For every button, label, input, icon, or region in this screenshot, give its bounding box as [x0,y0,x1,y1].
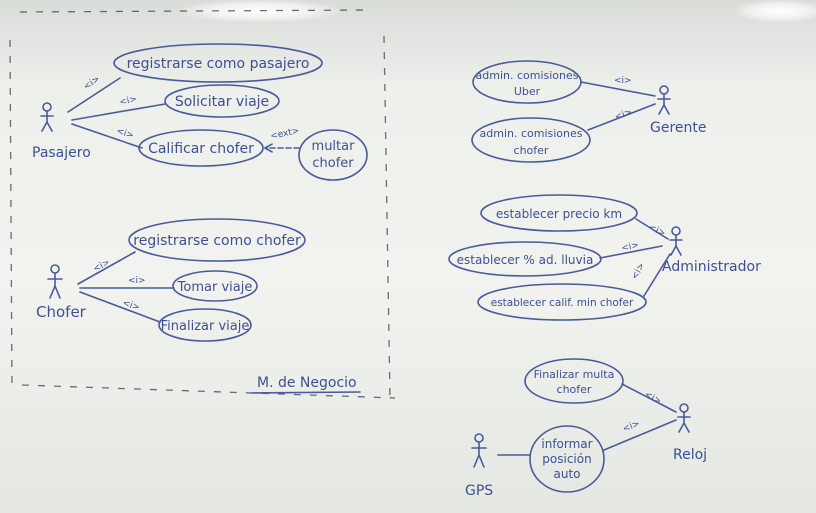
use-case-label-line: admin. comisiones [476,69,579,82]
actor-reloj: Reloj [673,403,707,463]
stereotype-include: <i> [621,240,640,253]
use-case-label-line: chofer [514,144,549,157]
use-case-tomar-viaje: Tomar viaje [172,270,258,302]
link-pasajero-calificar [71,123,143,149]
boundary-top-line [19,9,371,13]
use-case-label-line: Finalizar multa [534,368,615,381]
use-case-registrarse-pasajero: registrarse como pasajero [113,43,323,83]
use-case-admin-comisiones-uber: admin. comisiones Uber [472,60,582,104]
actor-label-pasajero: Pasajero [32,145,91,161]
use-case-calificar-chofer: Calificar chofer [138,129,264,167]
actor-administrador: Administrador [662,226,761,275]
use-case-label-line: chofer [312,156,354,171]
use-case-label-line: informar [541,437,592,451]
link-admin-precio [635,218,669,240]
use-case-label: Solicitar viaje [175,94,269,110]
actor-gps: GPS [465,433,493,499]
use-case-label-line: auto [553,467,580,481]
stereotype-include: <i> [121,298,141,313]
use-case-label-line: Uber [514,85,541,98]
use-case-establecer-precio-km: establecer precio km [480,194,638,232]
light-glare [735,0,816,22]
actor-gerente: Gerente [650,85,707,136]
link-admin-lluvia [599,245,663,259]
stereotype-include: <i> [621,419,641,435]
boundary-left-line [9,39,13,391]
stereotype-include: <i> [128,276,146,286]
use-case-label: establecer precio km [496,207,622,221]
use-case-label-line: multar [312,139,356,154]
use-case-label: establecer % ad. lluvia [457,253,594,267]
link-gerente-uber [580,81,656,97]
actor-chofer: Chofer [36,264,87,321]
use-case-label: Tomar viaje [177,280,253,295]
use-case-solicitar-viaje: Solicitar viaje [164,84,280,118]
stereotype-include: <i> [82,74,102,92]
use-case-label: registrarse como pasajero [127,56,310,72]
stereotype-include: <i> [614,76,632,86]
use-case-multar-chofer: multar chofer [298,129,368,181]
link-gerente-chofer [587,103,656,131]
actor-label-gerente: Gerente [650,120,707,136]
boundary-vertical-divider [383,35,391,399]
use-case-establecer-calif-min: establecer calif. min chofer [477,283,647,321]
section-title: M. de Negocio [257,375,357,391]
link-reloj-finalizar-multa [621,383,677,413]
use-case-informar-posicion: informar posición auto [529,425,605,493]
stereotype-include: <i> [614,107,634,122]
link-reloj-informar [603,419,677,451]
use-case-finalizar-multa: Finalizar multa chofer [524,358,624,404]
stereotype-include: <i> [119,94,138,107]
stereotype-include: <i> [92,258,112,275]
use-case-label-line: admin. comisiones [480,127,583,140]
use-case-label: Finalizar viaje [161,319,250,334]
actor-label-administrador: Administrador [662,259,761,275]
use-case-label-line: chofer [557,383,592,396]
use-case-label-line: posición [542,452,591,466]
use-case-label: establecer calif. min chofer [491,297,634,309]
link-admin-calif [643,253,671,297]
actor-label-chofer: Chofer [36,303,87,321]
actor-pasajero: Pasajero [32,102,91,161]
link-pasajero-registrarse [67,77,121,113]
section-label: M. de Negocio [251,375,361,394]
actor-label-gps: GPS [465,483,493,499]
use-case-finalizar-viaje: Finalizar viaje [158,308,252,342]
link-pasajero-solicitar [71,103,166,121]
link-chofer-registrarse [77,251,136,285]
use-case-establecer-ad-lluvia: establecer % ad. lluvia [448,241,602,277]
link-chofer-finalizar [79,291,161,323]
use-case-admin-comisiones-chofer: admin. comisiones chofer [471,117,591,163]
use-case-registrarse-chofer: registrarse como chofer [128,218,306,262]
use-case-label: registrarse como chofer [133,233,301,249]
stereotype-include: <i> [630,261,647,281]
stereotype-extend: <ext> [270,126,301,142]
actor-label-reloj: Reloj [673,447,707,463]
use-case-label: Calificar chofer [148,141,254,157]
